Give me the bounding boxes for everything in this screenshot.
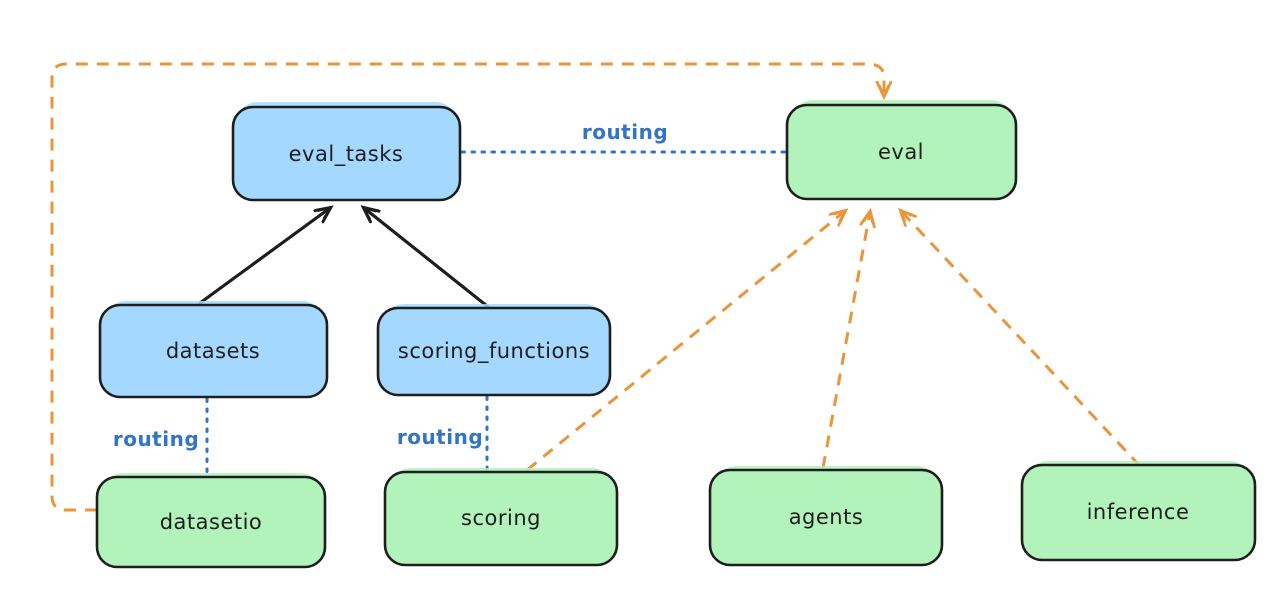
node-agents-label: agents [789, 505, 864, 529]
edge-scoring-functions-to-eval-tasks [364, 208, 489, 308]
node-scoring-label: scoring [461, 506, 541, 530]
edge-agents-to-eval-dashed [821, 212, 870, 469]
node-datasets: datasets [98, 301, 329, 399]
node-scoring-functions: scoring_functions [376, 304, 612, 397]
node-eval-tasks-label: eval_tasks [289, 142, 404, 167]
edge-scoring-to-eval-dashed [526, 211, 845, 472]
node-eval-tasks: eval_tasks [231, 102, 462, 202]
node-datasetio: datasetio [95, 473, 327, 569]
node-datasetio-label: datasetio [160, 510, 263, 534]
node-scoring: scoring [383, 468, 619, 567]
routing-label-scoring: routing [397, 425, 483, 449]
node-agents: agents [708, 466, 944, 567]
node-datasets-label: datasets [166, 339, 260, 363]
routing-label-datasets: routing [113, 427, 199, 451]
edge-datasets-to-eval-tasks [198, 208, 330, 305]
node-eval-label: eval [878, 140, 924, 164]
node-inference: inference [1020, 461, 1257, 562]
node-scoring-functions-label: scoring_functions [398, 339, 590, 364]
edge-datasetio-to-eval-dashed [50, 62, 884, 512]
node-inference-label: inference [1087, 500, 1190, 524]
edge-inference-to-eval-dashed [901, 211, 1142, 468]
node-eval: eval [785, 100, 1018, 201]
routing-label-top: routing [582, 120, 668, 144]
